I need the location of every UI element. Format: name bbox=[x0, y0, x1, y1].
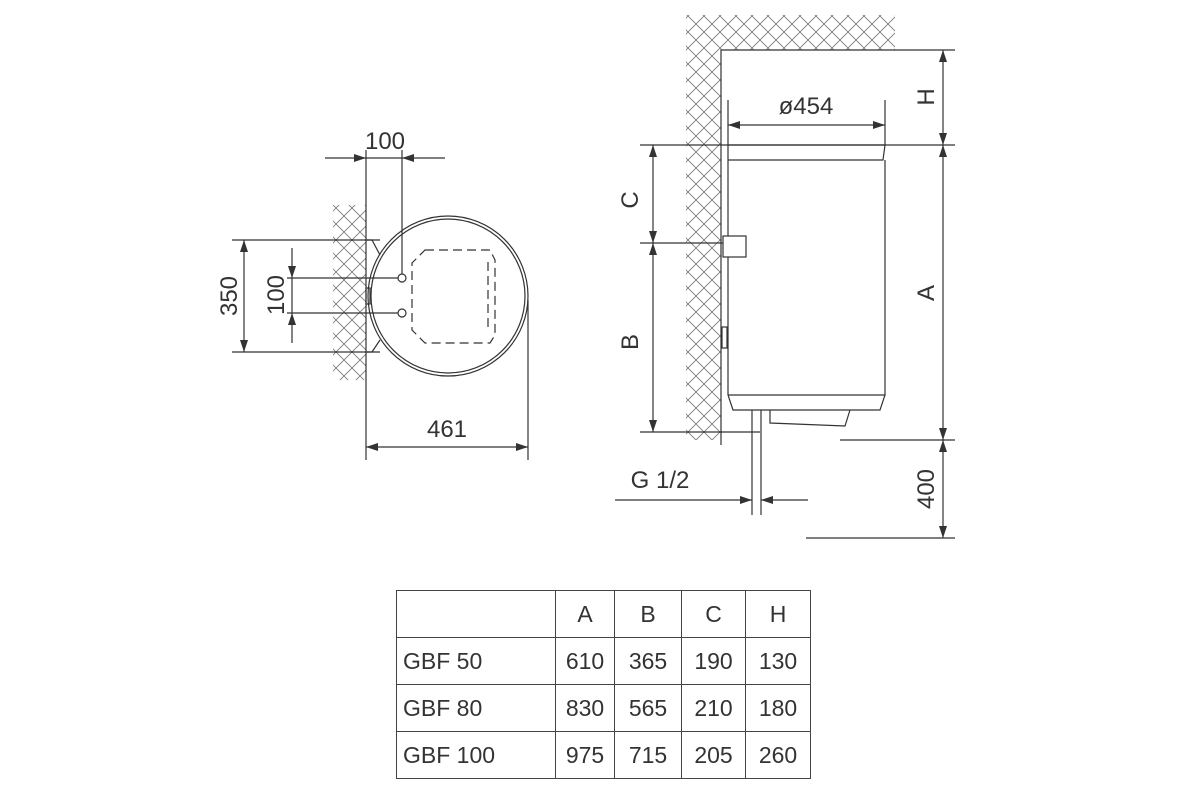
wall-hatch bbox=[333, 205, 366, 380]
model-cell: GBF 50 bbox=[396, 637, 556, 685]
table-header-row: A B C H bbox=[396, 590, 811, 638]
cell-a: 610 bbox=[555, 637, 615, 685]
cell-c: 210 bbox=[681, 684, 746, 732]
dim-h-label: H bbox=[913, 88, 940, 105]
bracket bbox=[365, 287, 371, 305]
table-row: GBF 50 610 365 190 130 bbox=[396, 637, 811, 685]
dim-a-label: A bbox=[913, 285, 940, 301]
table-header: A bbox=[555, 590, 615, 638]
dim-offset-label: 100 bbox=[365, 128, 405, 155]
tank-inner bbox=[370, 218, 526, 374]
dim-c-label: C bbox=[617, 191, 644, 208]
cell-a: 830 bbox=[555, 684, 615, 732]
model-cell: GBF 80 bbox=[396, 684, 556, 732]
table-row: GBF 80 830 565 210 180 bbox=[396, 684, 811, 732]
cell-h: 260 bbox=[745, 731, 811, 779]
wall-hatch bbox=[686, 15, 721, 440]
bottom-cover bbox=[769, 409, 851, 427]
lower-bracket bbox=[721, 326, 728, 349]
wall-line bbox=[720, 49, 955, 445]
pipe-hole bbox=[397, 273, 407, 283]
pipe-hole bbox=[397, 308, 407, 318]
cell-b: 365 bbox=[614, 637, 682, 685]
cell-a: 975 bbox=[555, 731, 615, 779]
cell-b: 715 bbox=[614, 731, 682, 779]
table-header: C bbox=[681, 590, 746, 638]
table-header: H bbox=[745, 590, 811, 638]
model-cell: GBF 100 bbox=[396, 731, 556, 779]
ceiling-hatch bbox=[721, 15, 895, 50]
tank-body bbox=[727, 144, 886, 411]
cell-c: 190 bbox=[681, 637, 746, 685]
cell-h: 130 bbox=[745, 637, 811, 685]
dim-b-label: B bbox=[617, 334, 644, 350]
dim-thread-label: G 1/2 bbox=[631, 467, 690, 494]
side-view bbox=[615, 15, 955, 539]
table-header: B bbox=[614, 590, 682, 638]
cell-b: 565 bbox=[614, 684, 682, 732]
table-header bbox=[396, 590, 556, 638]
dimensions-table: A B C H GBF 50 610 365 190 130 GBF 80 83… bbox=[396, 590, 811, 779]
table-row: GBF 100 975 715 205 260 bbox=[396, 731, 811, 779]
mounting-bracket bbox=[722, 235, 747, 258]
cell-h: 180 bbox=[745, 684, 811, 732]
heater-outline bbox=[411, 249, 496, 344]
cell-c: 205 bbox=[681, 731, 746, 779]
dim-width-label: 461 bbox=[427, 416, 467, 443]
top-view bbox=[232, 150, 529, 460]
dim-diameter-label: ø454 bbox=[779, 93, 834, 120]
dim-height-label: 350 bbox=[216, 276, 243, 316]
dim-floor-label: 400 bbox=[913, 469, 940, 509]
dim-spacing-label: 100 bbox=[263, 275, 290, 315]
tank-outer bbox=[367, 215, 529, 377]
